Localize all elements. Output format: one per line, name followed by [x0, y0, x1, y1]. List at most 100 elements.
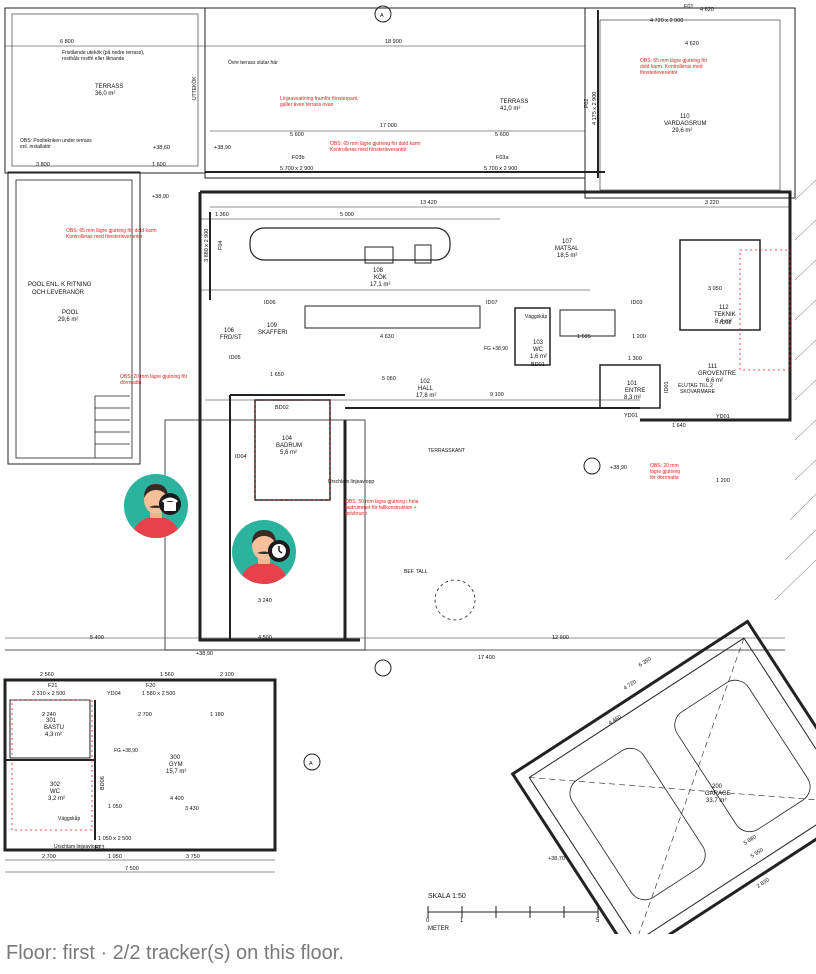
- label-yd04: YD04: [107, 691, 121, 697]
- room-wc302-code: 302: [50, 782, 61, 788]
- room-hall-name: HALL: [418, 386, 434, 392]
- dim-1200-b: 1 200: [716, 478, 730, 484]
- floor-caption: Floor: first · 2/2 tracker(s) on this fl…: [6, 942, 344, 964]
- dim-6350: 6 350: [638, 656, 653, 669]
- dim-4500: 4 500: [258, 635, 272, 641]
- room-tech-code: 112: [719, 305, 729, 311]
- room-dining-name: MATSAL: [555, 246, 579, 252]
- room-terrace-center-area: 41,0 m²: [500, 106, 520, 112]
- dim-1600: 1 600: [152, 162, 166, 168]
- scale-bar: SKALA 1:50 0 1 5 METER: [426, 893, 600, 932]
- label-id07: ID07: [486, 300, 498, 306]
- note-brunn-2: Urschlam linjeavlopp: [54, 844, 100, 850]
- note-obs20-b: OBS: 20 mm: [650, 463, 679, 469]
- dim-1360: 1 360: [215, 212, 229, 218]
- room-gym-code: 300: [170, 755, 181, 761]
- note-fristaende: Fristående utekök (på nedre terrass),: [62, 49, 144, 56]
- dim-2560: 2 560: [40, 672, 54, 678]
- room-gym-area: 15,7 m²: [166, 769, 186, 775]
- dim-1560: 1 560: [160, 672, 174, 678]
- scale-tick-1: 1: [460, 918, 464, 924]
- dim-3750: 3 750: [186, 854, 200, 860]
- room-pantry-name: SKAFFERI: [258, 330, 288, 336]
- tracker-watch-marker[interactable]: [232, 520, 296, 584]
- room-dining-code: 107: [562, 239, 573, 245]
- room-living-name: VARDAGSRUM: [664, 121, 707, 127]
- car-right: [674, 679, 811, 833]
- dim-2700-b: 2 700: [42, 854, 56, 860]
- note-obs65-b2: dold karm. Kontrolleras med: [640, 64, 703, 70]
- pool-line1: POOL ENL. K RITNING: [28, 282, 92, 288]
- dimension-lines: [5, 45, 790, 873]
- section-marker-gym: [303, 753, 321, 771]
- scale-unit: METER: [428, 926, 450, 932]
- dim-6800: 6 800: [60, 39, 74, 45]
- room-wc-name: WC: [533, 347, 544, 353]
- label-f01: F01: [684, 4, 693, 10]
- gym-building-outline: [3, 678, 277, 852]
- pool-line2: OCH LEVERANÖR: [32, 289, 85, 296]
- dim-3220: 3 220: [705, 200, 719, 206]
- room-closet-code: 106: [224, 328, 235, 334]
- dim-1050: 1 050: [108, 854, 122, 860]
- scale-bar-graphic: [427, 906, 599, 918]
- room-wc302-name: WC: [50, 789, 61, 795]
- section-a-gym: A: [309, 761, 313, 767]
- room-sauna-code: 301: [46, 718, 57, 724]
- living-room-outline: [584, 7, 796, 199]
- label-id05: ID05: [229, 355, 241, 361]
- pool-name: POOL: [62, 310, 79, 316]
- note-obs50-b: badrummet för fallkonstruktion +: [345, 505, 417, 511]
- tracker-phone-marker[interactable]: [124, 474, 188, 538]
- room-wc302-area: 3,2 m²: [48, 796, 65, 802]
- label-f03b-dim: 5 700 x 2 900: [280, 166, 313, 172]
- note-uttekok: UTTEKÖK: [191, 76, 198, 100]
- label-yd01-b: YD01: [716, 414, 730, 420]
- garage-outline: [510, 619, 816, 934]
- scale-title: SKALA 1:50: [428, 893, 466, 900]
- wc-outline: [514, 307, 551, 366]
- room-hall-area: 17,8 m²: [416, 393, 436, 399]
- note-obs65-b3: fönsterleverantör: [640, 70, 678, 76]
- bath-tile-area: [254, 399, 331, 501]
- dim-7500: 7 500: [125, 866, 139, 872]
- room-closet-name: FRD/ST: [220, 335, 242, 341]
- note-obs65-a: OBS: 65 mm lägre gjutning för dold karm: [330, 141, 421, 147]
- label-id03: ID03: [631, 300, 643, 306]
- room-bath-code: 104: [282, 436, 293, 442]
- dim-3800: 3 800: [36, 162, 50, 168]
- room-kitchen-code: 108: [373, 268, 384, 274]
- room-hall-code: 102: [420, 379, 431, 385]
- room-kitchen-name: KÖK: [374, 274, 387, 281]
- dim-3240: 3 240: [258, 598, 272, 604]
- room-living-code: 110: [680, 114, 690, 120]
- section-marker-mid: [374, 659, 392, 677]
- dim-4620-top: 4 620: [700, 7, 714, 13]
- level-3890-c: +38,90: [196, 651, 213, 657]
- dim-17400: 17 400: [478, 655, 495, 661]
- label-yd01: YD01: [624, 413, 638, 419]
- label-f04-dim: 3 880 x 2 900: [204, 229, 210, 262]
- note-obs65-c2: Kontrolleras med fönsterleverantör: [66, 234, 143, 240]
- stove-icon: [364, 246, 394, 264]
- room-living-area: 29,6 m²: [672, 128, 692, 134]
- room-dining-area: 18,5 m²: [557, 253, 577, 259]
- sauna-tile-area: [11, 699, 93, 831]
- label-f02: F02: [584, 99, 590, 108]
- label-bd06: BD06: [100, 776, 106, 790]
- room-garage-area: 33,7 m²: [706, 798, 726, 804]
- room-kitchen-area: 17,1 m²: [370, 282, 390, 288]
- dim-4630: 4 630: [380, 334, 394, 340]
- label-f23-dim: 1 050 x 2 500: [98, 836, 131, 842]
- dim-5600-right: 5 600: [495, 132, 509, 138]
- dim-4620: 4 620: [685, 41, 699, 47]
- room-bath-name: BADRUM: [276, 443, 302, 449]
- scale-tick-0: 0: [426, 918, 430, 924]
- person-avatar: [240, 530, 290, 584]
- kitchen-island: [249, 227, 451, 261]
- section-a-north: A: [380, 13, 384, 19]
- section-marker-east: [583, 457, 601, 475]
- room-terrace-left-name: TERRASS: [95, 84, 123, 90]
- pool-inner: [15, 179, 133, 459]
- person-avatar: [132, 484, 181, 538]
